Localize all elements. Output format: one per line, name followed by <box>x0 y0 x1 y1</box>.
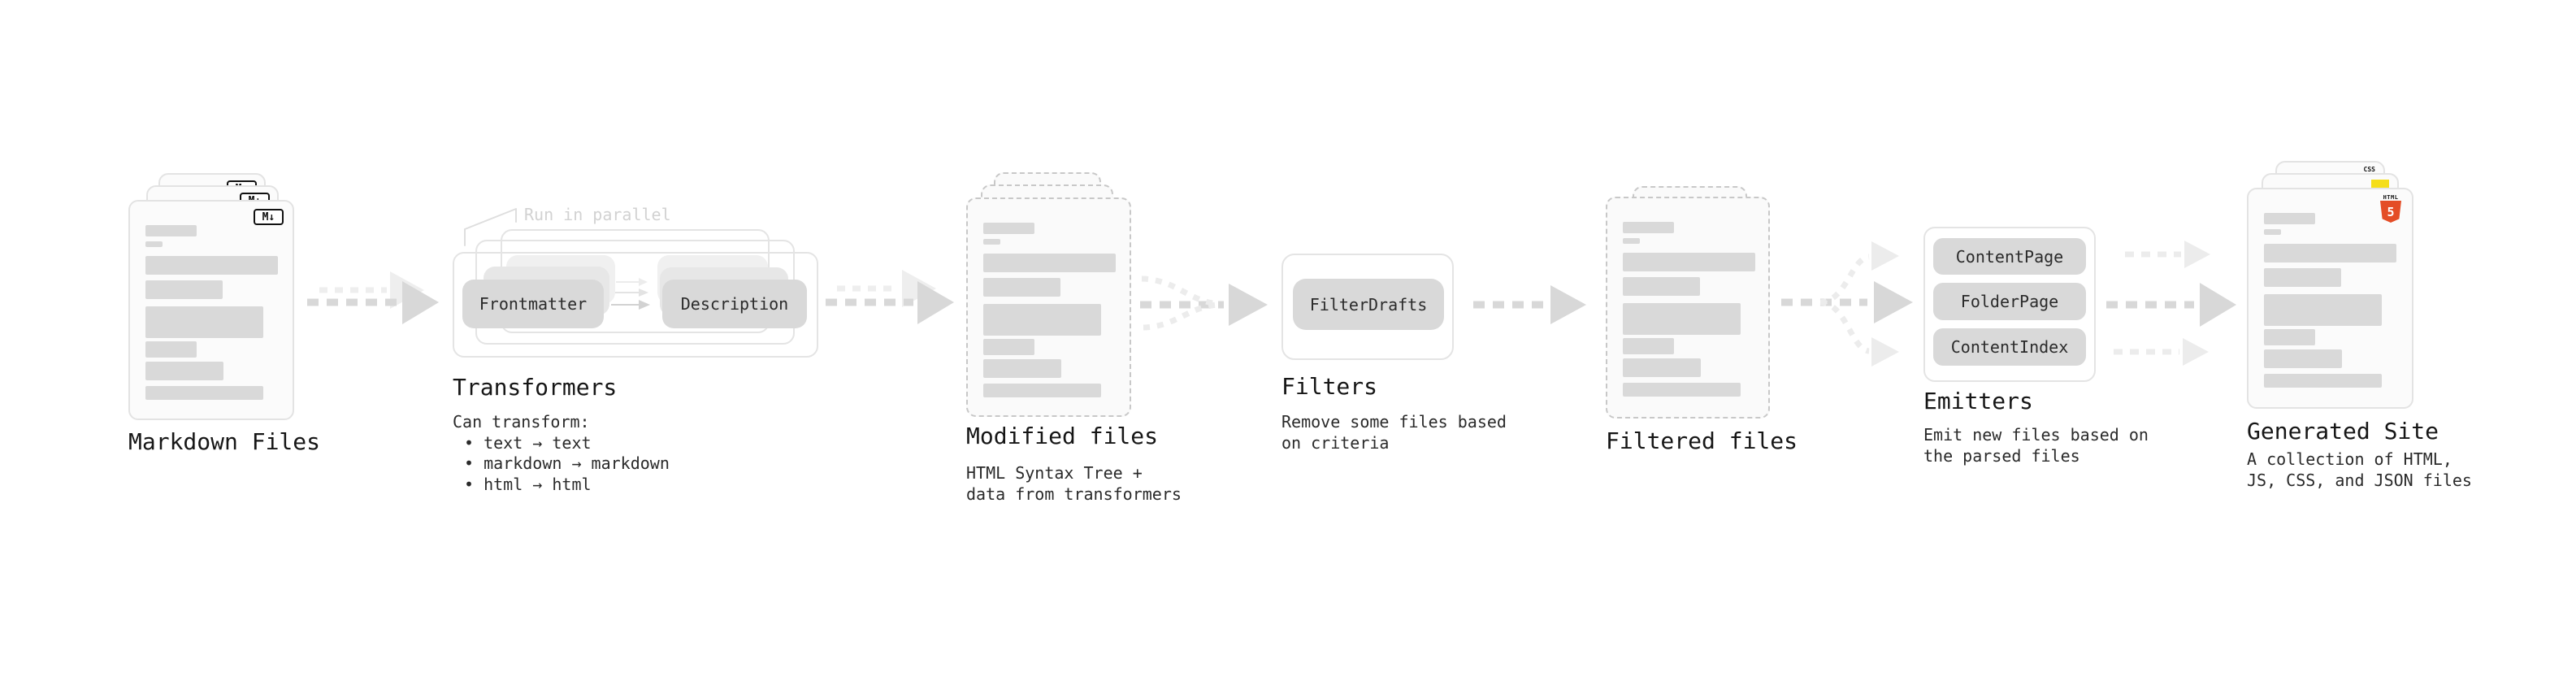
arrow-emitters-to-generated-site <box>2106 241 2236 366</box>
run-in-parallel-annotation: Run in parallel <box>524 205 671 224</box>
skeleton-bar <box>1623 303 1741 335</box>
filters-description: Remove some files based on criteria <box>1281 412 1507 453</box>
desc-line: on criteria <box>1281 432 1390 453</box>
filters-label: Filters <box>1281 373 1378 400</box>
transformer-box-front <box>453 252 818 358</box>
skeleton-bar <box>145 341 197 358</box>
html5-icon-shield: 5 <box>2380 201 2401 223</box>
skeleton-bar <box>1623 338 1674 354</box>
skeleton-bar <box>1623 222 1674 233</box>
css3-icon-label: CSS <box>2363 166 2375 173</box>
skeleton-bar <box>145 362 223 380</box>
html5-icon-number: 5 <box>2387 204 2395 219</box>
skeleton-bar <box>145 280 223 299</box>
arrow-filters-to-filtered-files <box>1473 285 1586 324</box>
filtered-files-label: Filtered files <box>1606 427 1798 454</box>
skeleton-bar <box>145 306 263 338</box>
skeleton-bar <box>2264 229 2281 235</box>
emitters-box <box>1923 227 2096 382</box>
arrow-transformers-to-modified-files <box>826 270 954 324</box>
filters-box <box>1281 254 1454 360</box>
desc-line: Emit new files based on <box>1923 425 2149 445</box>
skeleton-bar <box>2264 349 2342 368</box>
skeleton-bar <box>2264 244 2396 262</box>
skeleton-bar <box>983 339 1034 355</box>
generated-site-card-front: HTML 5 <box>2247 188 2413 409</box>
description-pill: Description <box>662 280 807 328</box>
folderpage-pill: FolderPage <box>1933 283 2086 320</box>
contentpage-pill: ContentPage <box>1933 238 2086 275</box>
skeleton-bar <box>983 359 1061 378</box>
modified-files-label: Modified files <box>966 423 1159 449</box>
desc-line: JS, CSS, and JSON files <box>2247 470 2472 490</box>
arrow-filtered-files-to-emitters <box>1781 241 1913 367</box>
desc-line: Can transform: <box>453 412 590 432</box>
skeleton-bar <box>2264 374 2382 388</box>
markdown-files-label: Markdown Files <box>128 428 321 455</box>
desc-line: Remove some files based <box>1281 412 1507 432</box>
modified-file-card-front <box>966 197 1131 417</box>
html5-icon: HTML 5 <box>2379 194 2402 223</box>
frontmatter-pill: Frontmatter <box>462 280 604 328</box>
skeleton-bar <box>1623 253 1755 271</box>
arrow-modified-files-to-filters <box>1140 275 1268 331</box>
generated-site-label: Generated Site <box>2247 418 2439 445</box>
desc-line: • markdown → markdown <box>464 453 670 473</box>
html5-icon-word: HTML <box>2383 194 2399 201</box>
skeleton-bar <box>1623 383 1741 397</box>
skeleton-bar <box>145 225 197 236</box>
generated-site-description: A collection of HTML, JS, CSS, and JSON … <box>2247 449 2472 491</box>
skeleton-bar <box>983 239 1000 245</box>
skeleton-bar <box>983 223 1034 234</box>
markdown-icon: M↓ <box>254 209 284 225</box>
markdown-icon-glyph: M↓ <box>262 210 275 223</box>
emitters-description: Emit new files based on the parsed files <box>1923 425 2149 466</box>
filterdrafts-pill: FilterDrafts <box>1293 279 1444 330</box>
transformers-label: Transformers <box>453 374 618 401</box>
markdown-file-card-front: M↓ <box>128 200 294 420</box>
filtered-file-card-front <box>1606 197 1770 419</box>
skeleton-bar <box>983 254 1116 272</box>
modified-files-description: HTML Syntax Tree + data from transformer… <box>966 463 1182 505</box>
skeleton-bar <box>1623 238 1640 244</box>
desc-line: • html → html <box>464 474 592 494</box>
skeleton-bar <box>983 278 1060 297</box>
desc-line: A collection of HTML, <box>2247 449 2452 469</box>
skeleton-bar <box>1623 277 1700 296</box>
skeleton-bar <box>983 384 1101 397</box>
skeleton-bar <box>2264 268 2341 287</box>
skeleton-bar <box>145 256 278 275</box>
desc-line: HTML Syntax Tree + <box>966 463 1143 483</box>
emitters-label: Emitters <box>1923 388 2033 414</box>
skeleton-bar <box>1623 358 1701 377</box>
arrow-markdown-to-transformers <box>307 271 439 324</box>
skeleton-bar <box>145 241 163 247</box>
skeleton-bar <box>2264 294 2382 326</box>
desc-line: the parsed files <box>1923 445 2080 466</box>
desc-line: • text → text <box>464 432 592 453</box>
skeleton-bar <box>2264 329 2315 345</box>
skeleton-bar <box>983 304 1101 336</box>
skeleton-bar <box>2264 213 2315 224</box>
contentindex-pill: ContentIndex <box>1933 328 2086 366</box>
skeleton-bar <box>145 386 263 400</box>
transformers-description: Can transform: • text → text • markdown … <box>453 412 670 495</box>
desc-line: data from transformers <box>966 484 1182 504</box>
